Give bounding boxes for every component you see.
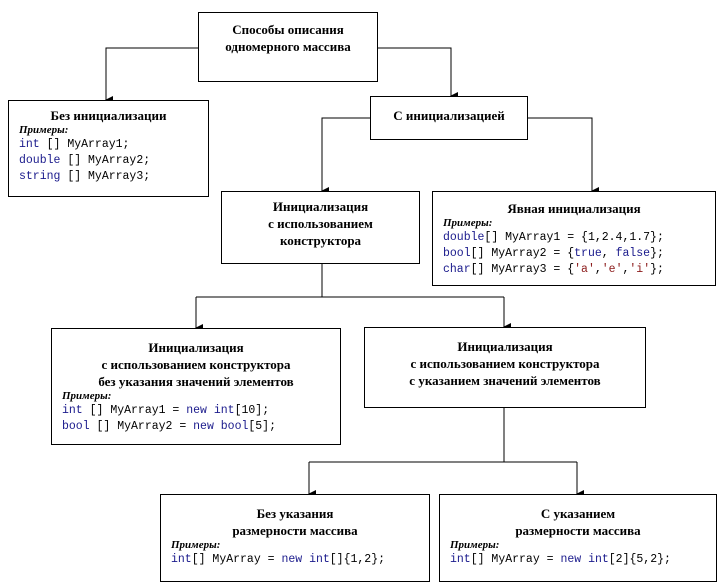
code-line: int [] MyArray1;: [19, 138, 130, 151]
examples-label: Примеры:: [171, 539, 221, 551]
code-line: int[] MyArray = new int[]{1,2};: [171, 553, 385, 566]
node-no-size-title: Без указания размерности массива: [232, 506, 358, 538]
node-ctor-no-values-title: Инициализация с использованием конструкт…: [98, 340, 294, 389]
examples-label: Примеры:: [62, 390, 112, 402]
code-line: int [] MyArray1 = new int[10];: [62, 404, 270, 417]
code-block: double[] MyArray1 = {1,2.4,1.7}; bool[] M…: [433, 230, 715, 278]
code-block: int [] MyArray1 = new int[10]; bool [] My…: [52, 403, 340, 435]
node-explicit-init-title: Явная инициализация: [507, 201, 641, 216]
examples-label: Примеры:: [450, 539, 500, 551]
node-with-size: С указанием размерности массива Примеры:…: [439, 494, 717, 582]
node-root: Способы описания одномерного массива: [198, 12, 378, 82]
examples-label: Примеры:: [19, 124, 69, 136]
node-no-init-title: Без инициализации: [50, 108, 167, 123]
code-line: string [] MyArray3;: [19, 170, 151, 183]
edge-root-with-init: [378, 47, 458, 100]
edge-root-no-init: [105, 47, 198, 104]
node-ctor-with-values: Инициализация с использованием конструкт…: [364, 327, 646, 408]
edge-with-init-ctor: [321, 117, 370, 195]
code-line: bool[] MyArray2 = {true, false};: [443, 247, 664, 260]
node-ctor-init: Инициализация с использованием конструкт…: [221, 191, 420, 264]
node-ctor-with-values-title: Инициализация с использованием конструкт…: [409, 339, 601, 388]
code-line: bool [] MyArray2 = new bool[5];: [62, 420, 276, 433]
node-root-title: Способы описания одномерного массива: [225, 22, 351, 54]
node-ctor-no-values: Инициализация с использованием конструкт…: [51, 328, 341, 445]
node-with-size-title: С указанием размерности массива: [515, 506, 641, 538]
code-block: int[] MyArray = new int[2]{5,2};: [440, 552, 716, 568]
code-line: double[] MyArray1 = {1,2.4,1.7};: [443, 231, 664, 244]
code-line: int[] MyArray = new int[2]{5,2};: [450, 553, 671, 566]
code-block: int[] MyArray = new int[]{1,2};: [161, 552, 429, 568]
node-ctor-init-title: Инициализация с использованием конструкт…: [268, 199, 373, 248]
node-with-init: С инициализацией: [370, 96, 528, 140]
edge-with-init-explicit: [528, 117, 599, 195]
edge-ctor-trunk: [321, 264, 342, 298]
code-block: int [] MyArray1; double [] MyArray2; strin…: [9, 137, 208, 185]
examples-label: Примеры:: [443, 217, 493, 229]
node-no-size: Без указания размерности массива Примеры…: [160, 494, 430, 582]
code-line: double [] MyArray2;: [19, 154, 151, 167]
node-explicit-init: Явная инициализация Примеры: double[] My…: [432, 191, 716, 286]
node-no-init: Без инициализации Примеры: int [] MyArra…: [8, 100, 209, 197]
code-line: char[] MyArray3 = {'a','e','i'};: [443, 263, 664, 276]
node-with-init-title: С инициализацией: [393, 108, 505, 123]
